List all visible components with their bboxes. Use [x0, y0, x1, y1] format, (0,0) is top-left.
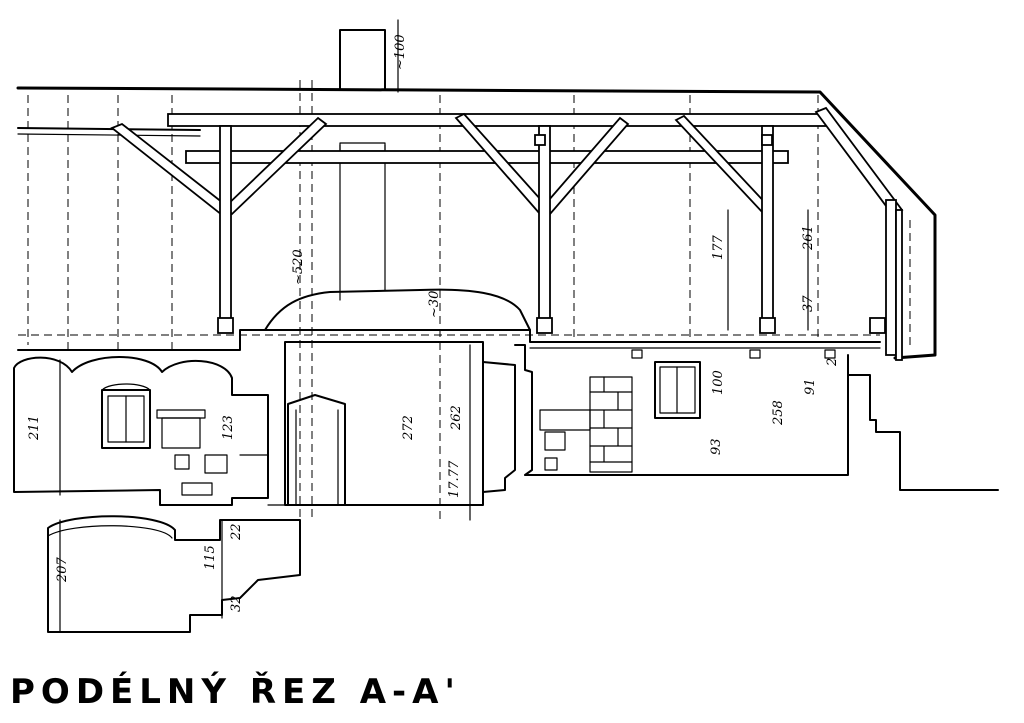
terrain-right — [847, 374, 999, 491]
dim-chimney: ~100 — [393, 34, 408, 70]
roof-outline — [16, 86, 937, 360]
dim-room-left: 211 — [27, 415, 42, 441]
dim-cellar: 207 — [55, 556, 70, 583]
attic-floor — [17, 288, 881, 351]
dim-window-sill-left: 123 — [221, 415, 236, 440]
dim-room-right: 258 — [771, 400, 786, 426]
dim-vault-rise: ~30 — [427, 291, 442, 318]
right-room — [514, 344, 849, 476]
dim-hall: 272 — [401, 415, 416, 441]
dim-roof-height: ~520 — [291, 249, 306, 285]
dim-hall-2: 262 — [449, 405, 464, 431]
dashed-reference-lines — [18, 80, 911, 520]
dim-roof-mid: 177 — [711, 234, 726, 260]
dim-small-2: 2 — [825, 358, 840, 367]
cellar — [47, 515, 301, 633]
dimension-lines — [59, 19, 809, 633]
chimney — [339, 29, 386, 301]
dim-cellar-step-small: 22 — [229, 523, 244, 541]
dimension-labels: ~100 ~520 ~30 177 261 211 207 115 22 32 … — [27, 34, 840, 612]
dim-cellar-floor: 32 — [229, 595, 244, 612]
dim-window-right: 100 — [711, 370, 726, 395]
dim-room-right-floor: 93 — [709, 438, 724, 455]
dim-cellar-step: 115 — [203, 545, 218, 570]
section-title: PODÉLNÝ ŘEZ A-A' — [10, 672, 461, 712]
roof-trusses — [110, 106, 904, 361]
central-hall — [267, 341, 516, 506]
left-rooms — [13, 356, 269, 506]
dim-room-right-sill: 91 — [803, 378, 818, 395]
dim-hall-low: 17.77 — [447, 460, 462, 498]
